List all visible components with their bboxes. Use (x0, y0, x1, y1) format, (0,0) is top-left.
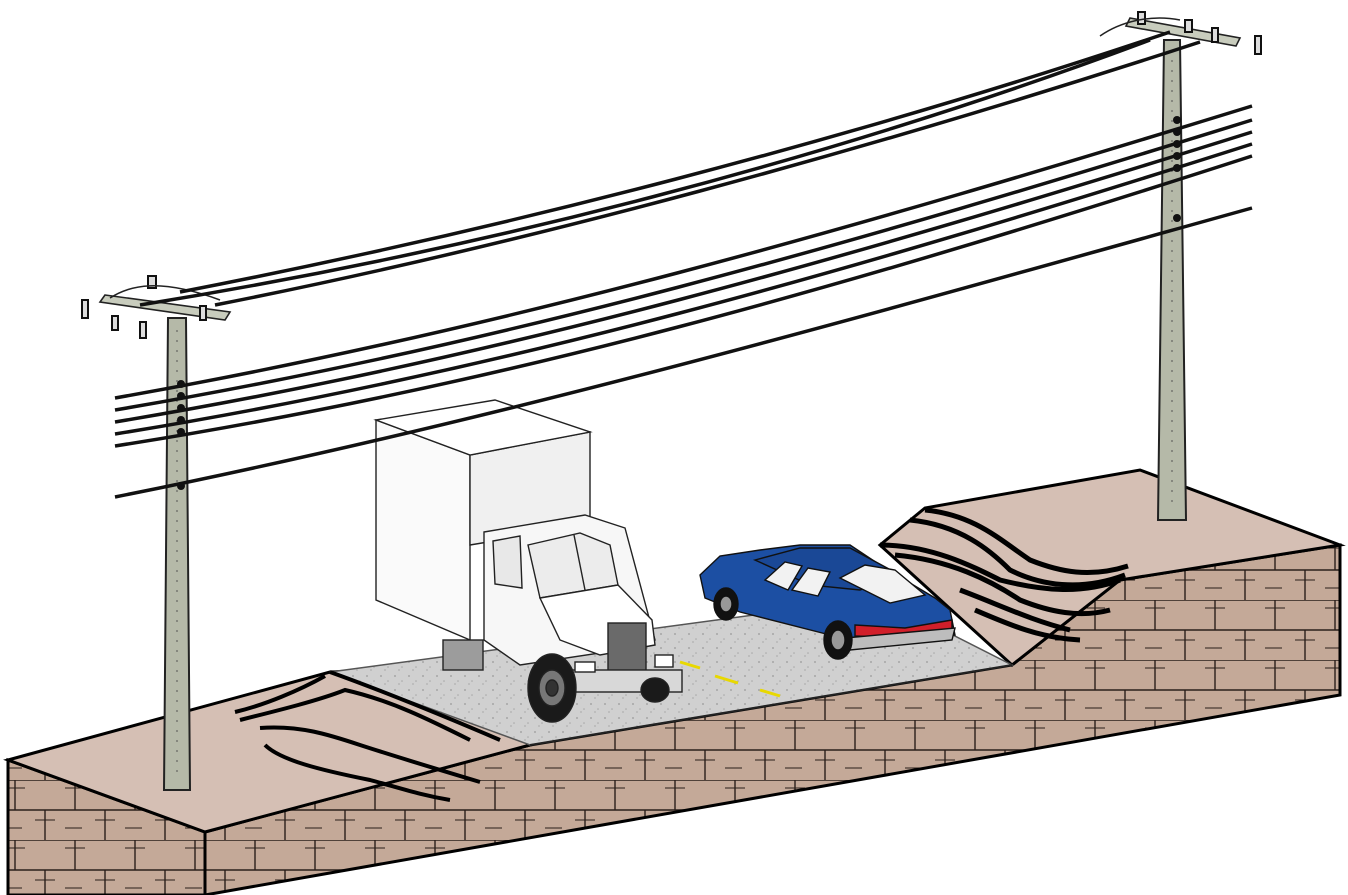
lowest-wire (115, 208, 1252, 497)
truck-chassis (443, 640, 483, 670)
truck-side-window (493, 536, 522, 588)
car-rear-wheel (824, 621, 852, 659)
car-front-wheel (714, 588, 738, 620)
crossarm-left (100, 295, 230, 320)
truck-cargo-side (376, 420, 470, 640)
truck-front-wheel (528, 654, 576, 722)
truck-rear-wheel (641, 678, 669, 702)
secondary-wire-1 (115, 106, 1252, 398)
utility-pole-right (1100, 12, 1261, 520)
primary-wire-3 (140, 40, 1150, 305)
truck-grille (608, 623, 646, 673)
power-lines (115, 32, 1252, 497)
primary-wire-1 (180, 32, 1170, 292)
